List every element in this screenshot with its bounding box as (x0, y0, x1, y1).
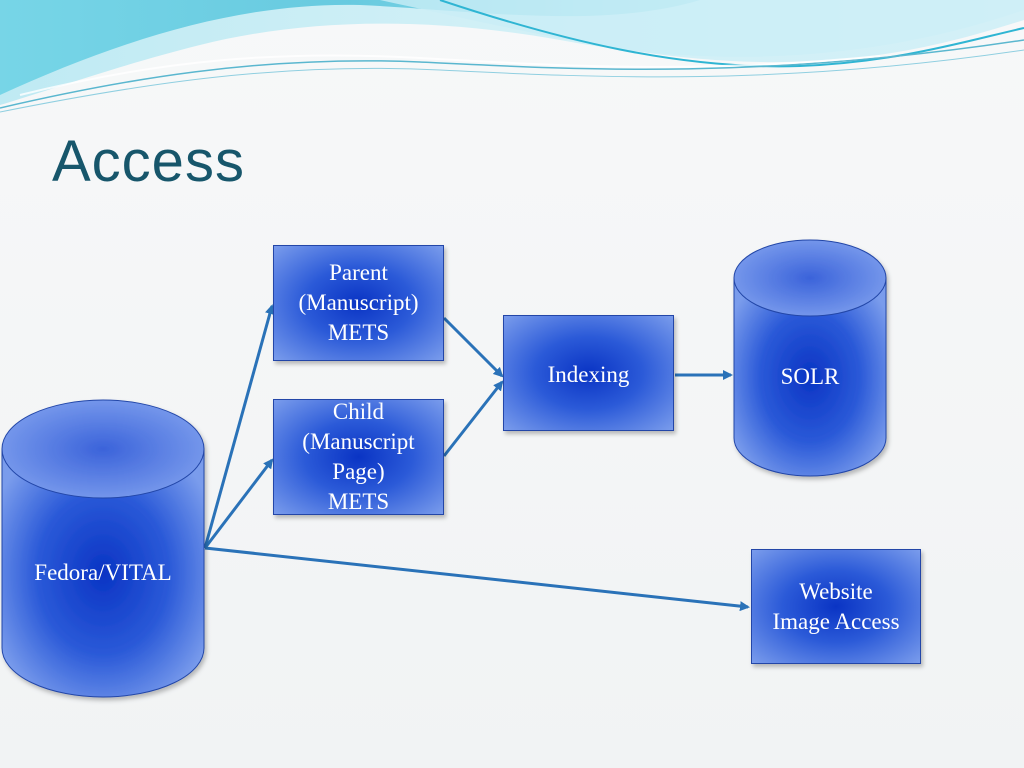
child-mets-label: Child (Manuscript Page) METS (302, 399, 415, 514)
website-image-access-label: Website Image Access (772, 578, 900, 634)
slide-title: Access (52, 129, 245, 194)
arrow-fedora-to-parent (203, 304, 275, 549)
fedora-vital-label: Fedora/VITAL (34, 560, 172, 585)
header-wave-decoration (0, 0, 1024, 113)
indexing-label: Indexing (547, 362, 630, 387)
parent-mets-node: Parent (Manuscript) METS (273, 245, 444, 361)
fedora-vital-cylinder (1, 399, 205, 698)
arrow-fedora-to-website (204, 546, 750, 612)
arrow-parent-to-indexing (442, 316, 504, 378)
solr-label: SOLR (780, 364, 840, 389)
website-image-access-node: Website Image Access (751, 549, 921, 664)
arrow-fedora-to-child (203, 458, 274, 549)
indexing-node: Indexing (503, 315, 674, 431)
parent-mets-label: Parent (Manuscript) METS (298, 260, 419, 345)
arrow-child-to-indexing (442, 380, 504, 457)
solr-cylinder (733, 239, 887, 477)
child-mets-node: Child (Manuscript Page) METS (273, 399, 444, 515)
